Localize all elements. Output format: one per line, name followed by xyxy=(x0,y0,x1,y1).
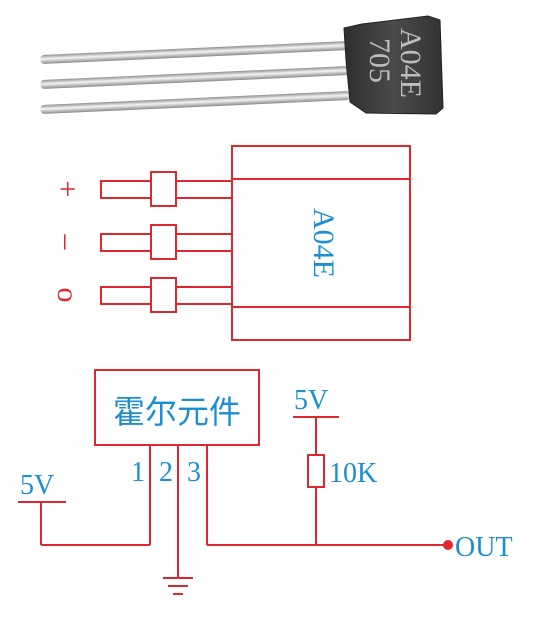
pinout-label-minus: – xyxy=(51,234,84,251)
lead-3 xyxy=(40,91,351,114)
pinout-body-label: A04E xyxy=(307,208,340,278)
pinout-pin-2 xyxy=(100,224,233,260)
output-terminal-dot xyxy=(443,540,453,550)
pin-number-1: 1 xyxy=(131,457,145,488)
sensor-marking-line1: A04E xyxy=(394,28,427,98)
pinout-label-output: o xyxy=(51,288,84,303)
pinout-pin-1 xyxy=(100,171,233,207)
sensor-photo: A04E 705 xyxy=(40,15,444,115)
sensor-body xyxy=(343,15,444,115)
schematic-wires xyxy=(18,416,446,595)
sensor-marking-line2: 705 xyxy=(363,38,396,83)
right-supply-label: 5V xyxy=(294,385,328,416)
schematic: 霍尔元件 1 2 3 5V 5V 10K xyxy=(18,369,513,595)
pinout-pin-3 xyxy=(100,277,233,313)
output-label: OUT xyxy=(455,532,513,563)
lead-2 xyxy=(40,66,351,89)
lead-1 xyxy=(40,41,351,64)
pinout-label-plus: + xyxy=(51,181,84,198)
left-supply-label: 5V xyxy=(20,470,54,501)
hall-element-label: 霍尔元件 xyxy=(113,394,241,430)
pinout-drawing xyxy=(100,145,411,341)
pin-number-2: 2 xyxy=(159,457,173,488)
sensor-leads xyxy=(40,41,351,114)
resistor-value-label: 10K xyxy=(329,458,377,489)
pullup-resistor xyxy=(307,454,325,488)
pin-number-3: 3 xyxy=(187,457,201,488)
